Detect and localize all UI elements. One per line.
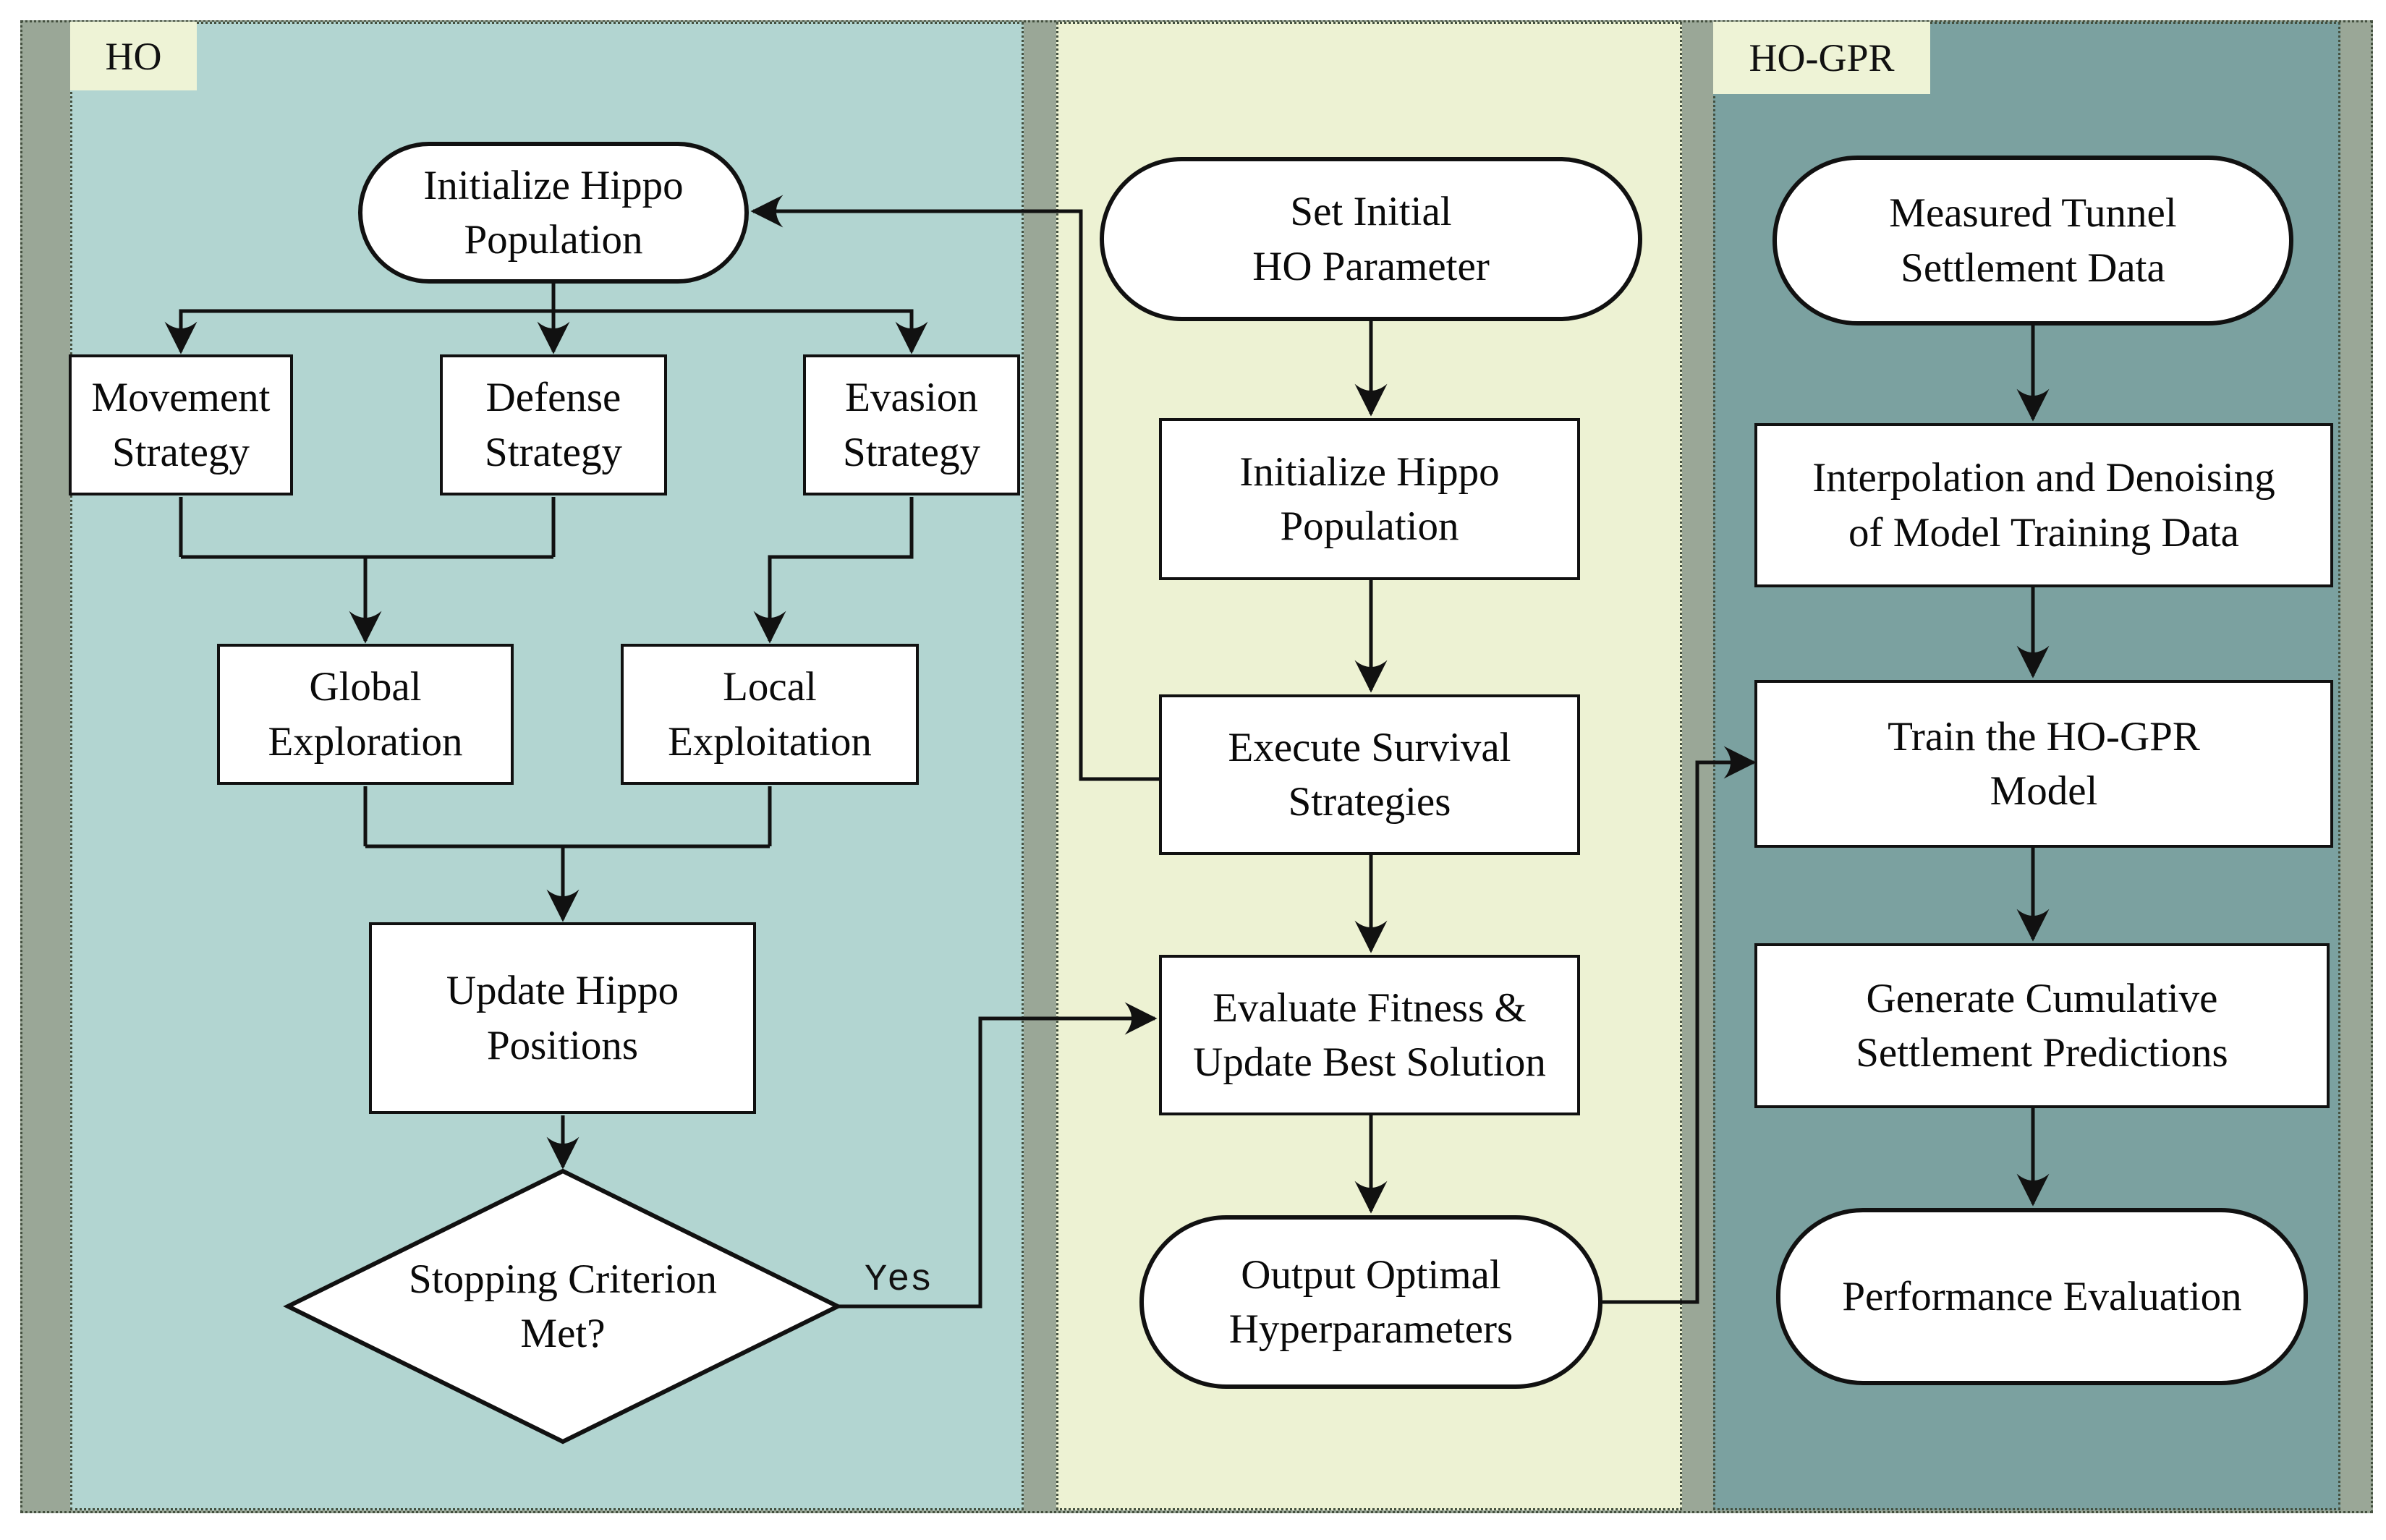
edge-evasion-to-local [753, 497, 914, 644]
edge-output-to-train [1602, 746, 1757, 1304]
node-defense-strategy: Defense Strategy [440, 354, 667, 495]
panel-tag-ho: HO [70, 22, 197, 90]
panel-tag-ho-gpr: HO-GPR [1713, 22, 1930, 94]
edge-branch-to-movement [164, 309, 553, 354]
node-performance-evaluation: Performance Evaluation [1776, 1208, 2308, 1385]
node-measured-tunnel-settlement-data: Measured Tunnel Settlement Data [1772, 156, 2293, 326]
node-train-ho-gpr-model: Train the HO-GPR Model [1754, 680, 2333, 848]
node-local-exploitation: Local Exploitation [621, 644, 919, 785]
edge-label-yes: Yes [865, 1259, 933, 1301]
node-initialize-hippo-population-mid: Initialize Hippo Population [1159, 418, 1580, 580]
decision-diamond-shape [283, 1168, 843, 1445]
node-movement-strategy: Movement Strategy [69, 354, 293, 495]
node-output-optimal-hyperparameters: Output Optimal Hyperparameters [1139, 1215, 1602, 1389]
node-evasion-strategy: Evasion Strategy [803, 354, 1020, 495]
node-evaluate-fitness-update-best: Evaluate Fitness & Update Best Solution [1159, 955, 1580, 1115]
node-initialize-hippo-population-ho: Initialize Hippo Population [358, 142, 749, 284]
node-execute-survival-strategies: Execute Survival Strategies [1159, 694, 1580, 855]
node-global-exploration: Global Exploration [217, 644, 514, 785]
edge-branch-to-evasion [553, 309, 928, 354]
node-interpolation-denoising: Interpolation and Denoising of Model Tra… [1754, 423, 2333, 587]
node-update-hippo-positions: Update Hippo Positions [369, 922, 756, 1114]
edge-yes-to-evaluate [838, 1002, 1158, 1309]
node-stopping-criterion: Stopping Criterion Met? [409, 1256, 717, 1356]
edge-execute-feedback-to-ho [750, 195, 1159, 781]
node-set-initial-ho-parameter: Set Initial HO Parameter [1100, 157, 1642, 321]
node-generate-cumulative-predictions: Generate Cumulative Settlement Predictio… [1754, 943, 2330, 1108]
